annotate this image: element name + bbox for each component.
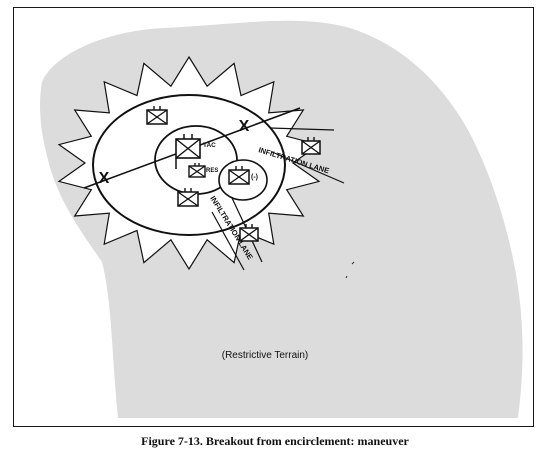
unit-symbol-infiltrating-upper bbox=[301, 137, 321, 155]
unit-symbol-reserve bbox=[188, 163, 206, 178]
restrictive-terrain-label: (Restrictive Terrain) bbox=[222, 350, 309, 361]
terrain-mark bbox=[345, 261, 355, 279]
unit-symbol-south bbox=[177, 188, 199, 207]
boundary-x-marker-right: X bbox=[239, 118, 250, 135]
unit-symbol-hq-main bbox=[175, 134, 201, 169]
figure-caption: Figure 7-13. Breakout from encirclement:… bbox=[141, 434, 409, 448]
infiltration-lane-upper-line-1 bbox=[269, 127, 335, 131]
infiltration-lane-upper-line-2 bbox=[271, 151, 345, 184]
infiltration-lane-lower-line-1 bbox=[211, 211, 245, 271]
unit-symbol-infiltrating-lower bbox=[239, 224, 259, 242]
minus-label: (-) bbox=[251, 174, 258, 181]
unit-symbol-north bbox=[146, 106, 168, 125]
res-label: RES bbox=[206, 168, 218, 174]
tac-label: TAC bbox=[203, 142, 216, 149]
unit-symbol-detachment bbox=[228, 166, 250, 185]
boundary-x-marker-left: X bbox=[99, 170, 110, 187]
